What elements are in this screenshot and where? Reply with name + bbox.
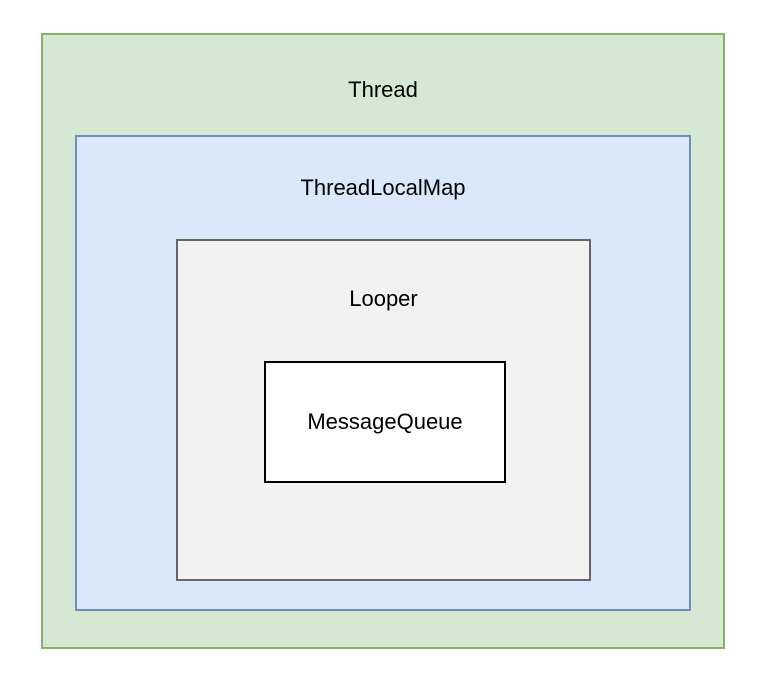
message-queue-box: MessageQueue <box>264 361 506 483</box>
thread-local-map-label: ThreadLocalMap <box>300 175 466 200</box>
thread-label: Thread <box>348 77 418 102</box>
looper-label: Looper <box>349 286 418 311</box>
message-queue-label: MessageQueue <box>307 409 463 434</box>
